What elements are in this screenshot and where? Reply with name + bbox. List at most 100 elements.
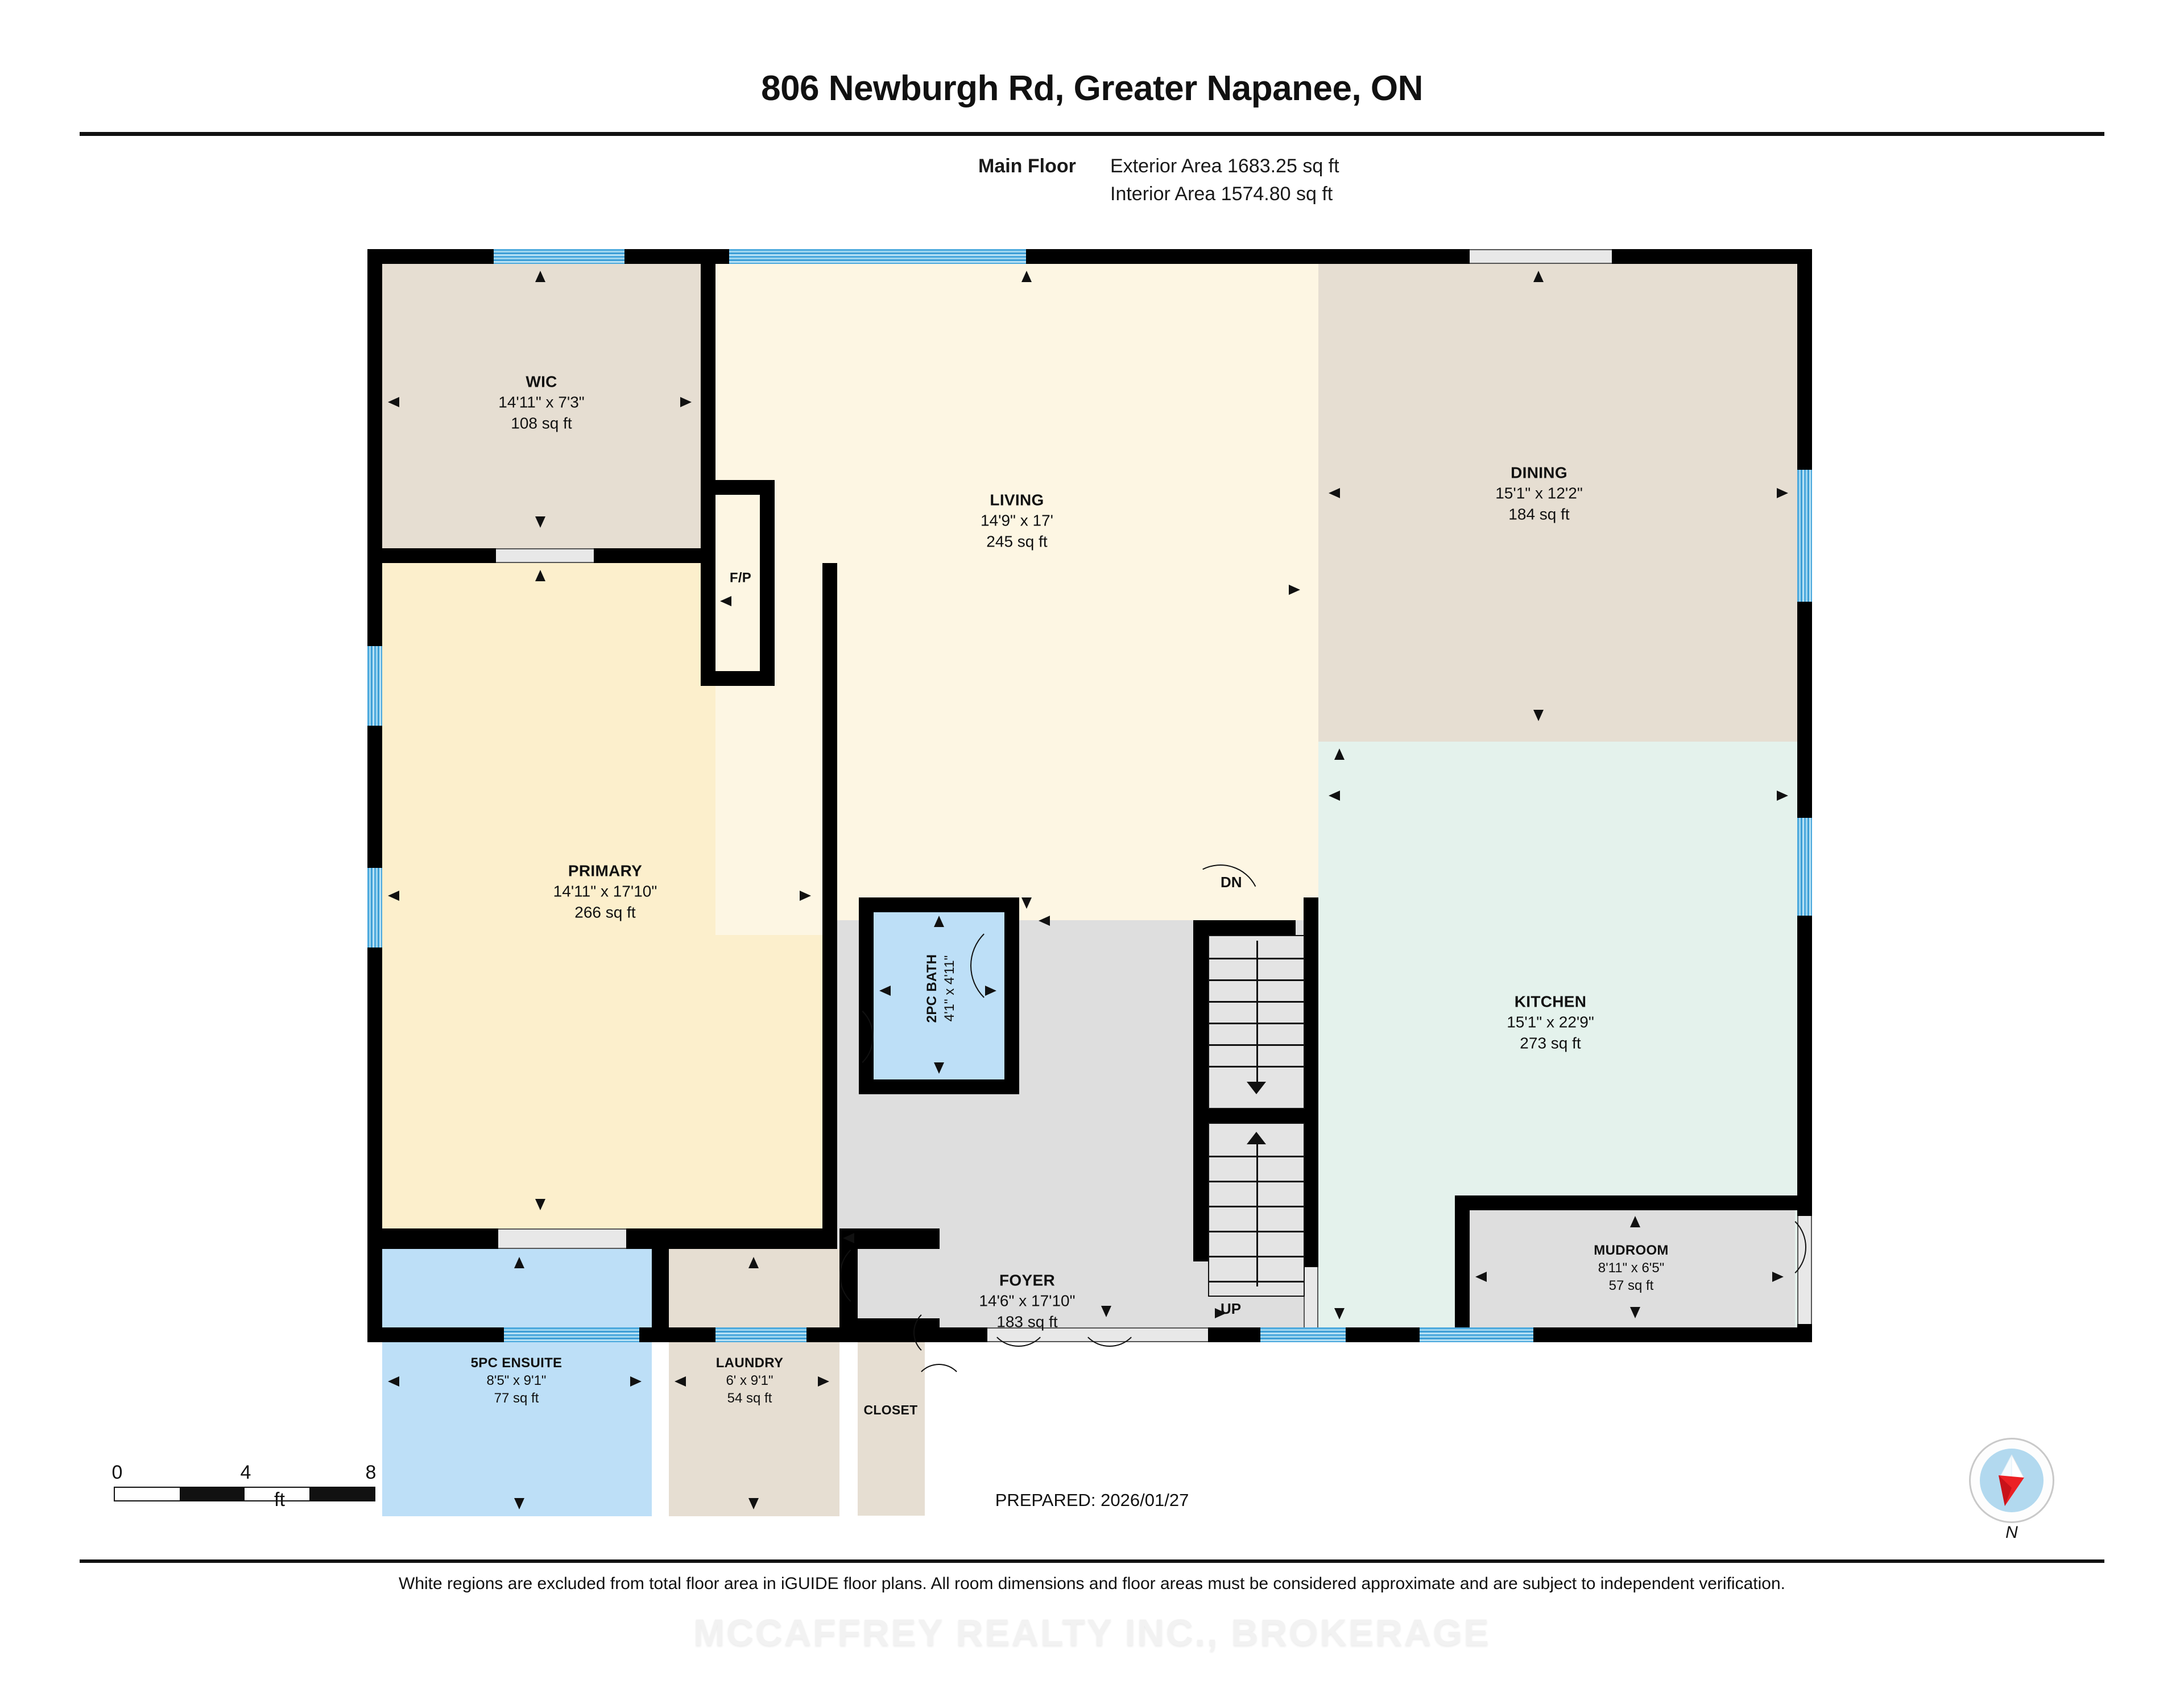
area-summary: Main Floor Exterior Area 1683.25 sq ft M… [978, 152, 1339, 209]
dim-arrow-kitchen-s [1334, 1308, 1345, 1319]
dim-arrow-kitchen-e [1777, 791, 1788, 801]
dim-arrow-bath-n [934, 916, 944, 927]
room-ensuite [382, 1249, 652, 1516]
dim-arrow-dining-e [1777, 488, 1788, 498]
floorplan-drawing: DN UP [367, 249, 1812, 1516]
compass-needle-icon [1999, 1454, 2024, 1506]
dim-arrow-ensuite-n [514, 1257, 524, 1268]
dim-arrow-kitchen-n [1334, 748, 1345, 760]
door-swing-laundry [839, 1239, 913, 1313]
disclaimer-text: White regions are excluded from total fl… [399, 1574, 1785, 1593]
room-closet [858, 1333, 925, 1516]
prepared-date: PREPARED: 2026/01/27 [995, 1490, 1189, 1510]
interior-area: Interior Area 1574.80 sq ft [1110, 183, 1333, 205]
dim-arrow-foyer-w [843, 1233, 854, 1243]
scale-seg-4 [309, 1488, 374, 1500]
wall-bath-top [859, 897, 1019, 912]
wall-fireplace-right [760, 480, 775, 686]
door-swing-closet-b [913, 1364, 965, 1415]
room-wic [382, 264, 701, 548]
label-2pc-bath: 2PC BATH 4'1" x 4'11" [924, 954, 957, 1023]
wall-stair-left [1193, 920, 1208, 1261]
wall-bath-left [859, 897, 874, 1094]
dim-arrow-dining-n [1533, 271, 1544, 282]
dim-arrow-primary-n [535, 570, 545, 581]
compass-rose-icon: N [1969, 1438, 2054, 1542]
doorway-wic-primary [496, 548, 594, 563]
dim-arrow-living-s [1021, 897, 1032, 909]
dim-arrow-laundry-e [818, 1376, 829, 1387]
dim-arrow-wic-e [680, 397, 692, 407]
label-foyer: FOYER 14'6" x 17'10" 183 sq ft [979, 1271, 1076, 1331]
dim-arrow-laundry-w [675, 1376, 686, 1387]
dim-arrow-ensuite-s [514, 1498, 524, 1509]
scale-tick-8: 8 [365, 1462, 377, 1483]
dim-arrow-laundry-s [748, 1498, 759, 1509]
floor-label: Main Floor [978, 155, 1076, 177]
dim-arrow-primary-s [535, 1199, 545, 1210]
dim-arrow-ensuite-e [630, 1376, 642, 1387]
scale-unit-label: ft [274, 1489, 285, 1511]
exterior-area: Exterior Area 1683.25 sq ft [1110, 155, 1339, 177]
doorway-kitchen-left [1304, 1267, 1318, 1327]
dim-arrow-living-n [1021, 271, 1032, 282]
doorway-primary-bottom [498, 1228, 626, 1249]
staircase-up [1208, 1123, 1305, 1297]
door-swing-entry-a [987, 1284, 1050, 1347]
window-primary-left-2 [367, 868, 382, 948]
header-divider [80, 132, 2104, 136]
window-laundry-bottom [715, 1327, 806, 1342]
window-kitchen-right [1797, 818, 1812, 916]
wall-fireplace-bottom [701, 671, 775, 686]
door-swing-primary [800, 1000, 874, 1074]
brokerage-watermark: MCCAFFREY REALTY INC., BROKERAGE [693, 1611, 1491, 1653]
label-closet: CLOSET [863, 1402, 918, 1418]
dim-arrow-foyer-e [1215, 1308, 1226, 1318]
label-wic: WIC 14'11" x 7'3" 108 sq ft [498, 373, 585, 432]
wall-mudroom-left [1455, 1195, 1470, 1342]
dim-arrow-laundry-n [748, 1257, 759, 1268]
footer-divider [80, 1559, 2104, 1563]
scale-seg-2 [180, 1488, 245, 1500]
dim-arrow-mudroom-w [1475, 1272, 1487, 1282]
dim-arrow-kitchen-w [1329, 791, 1340, 801]
door-swing-closet-a [913, 1307, 965, 1358]
page-title: 806 Newburgh Rd, Greater Napanee, ON [761, 69, 1423, 108]
stair-down-label: DN [1221, 874, 1242, 891]
scale-bar [114, 1487, 375, 1501]
window-foyer-bottom [1260, 1327, 1346, 1342]
wall-ensuite-laundry [652, 1249, 669, 1342]
room-laundry [669, 1249, 839, 1516]
dim-arrow-mudroom-e [1772, 1272, 1784, 1282]
wall-bath-bottom [859, 1079, 1019, 1094]
dim-arrow-ensuite-w [388, 1376, 399, 1387]
dim-arrow-wic-w [388, 397, 399, 407]
label-kitchen: KITCHEN 15'1" x 22'9" 273 sq ft [1507, 992, 1594, 1052]
window-wic-top [494, 249, 624, 264]
dim-arrow-primary-e [800, 891, 811, 901]
window-primary-left-1 [367, 646, 382, 726]
dim-arrow-living-w [1039, 916, 1050, 926]
dim-arrow-wic-n [535, 271, 545, 282]
dim-arrow-foyer-s [1101, 1306, 1111, 1317]
label-ensuite: 5PC ENSUITE 8'5" x 9'1" 77 sq ft [470, 1355, 562, 1406]
scale-tick-4: 4 [240, 1462, 251, 1483]
door-swing-entry-b [1078, 1284, 1141, 1347]
room-dining [1318, 264, 1797, 742]
label-fireplace: F/P [729, 570, 752, 586]
dim-arrow-mudroom-n [1630, 1216, 1640, 1227]
scale-seg-1 [115, 1488, 180, 1500]
wall-fireplace-left [701, 480, 715, 686]
label-laundry: LAUNDRY 6' x 9'1" 54 sq ft [715, 1355, 784, 1406]
label-dining: DINING 15'1" x 12'2" 184 sq ft [1495, 464, 1583, 523]
wall-stair-top [1193, 920, 1296, 935]
dim-arrow-primary-w [388, 891, 399, 901]
door-swing-mudroom [1732, 1210, 1806, 1284]
dim-arrow-mudroom-s [1630, 1307, 1640, 1318]
dim-arrow-living-e [1289, 585, 1300, 595]
wall-exterior-right [1797, 249, 1812, 1342]
dim-arrow-dining-s [1533, 710, 1544, 721]
window-living-top [729, 249, 1026, 264]
dim-arrow-fp-w [720, 596, 731, 606]
